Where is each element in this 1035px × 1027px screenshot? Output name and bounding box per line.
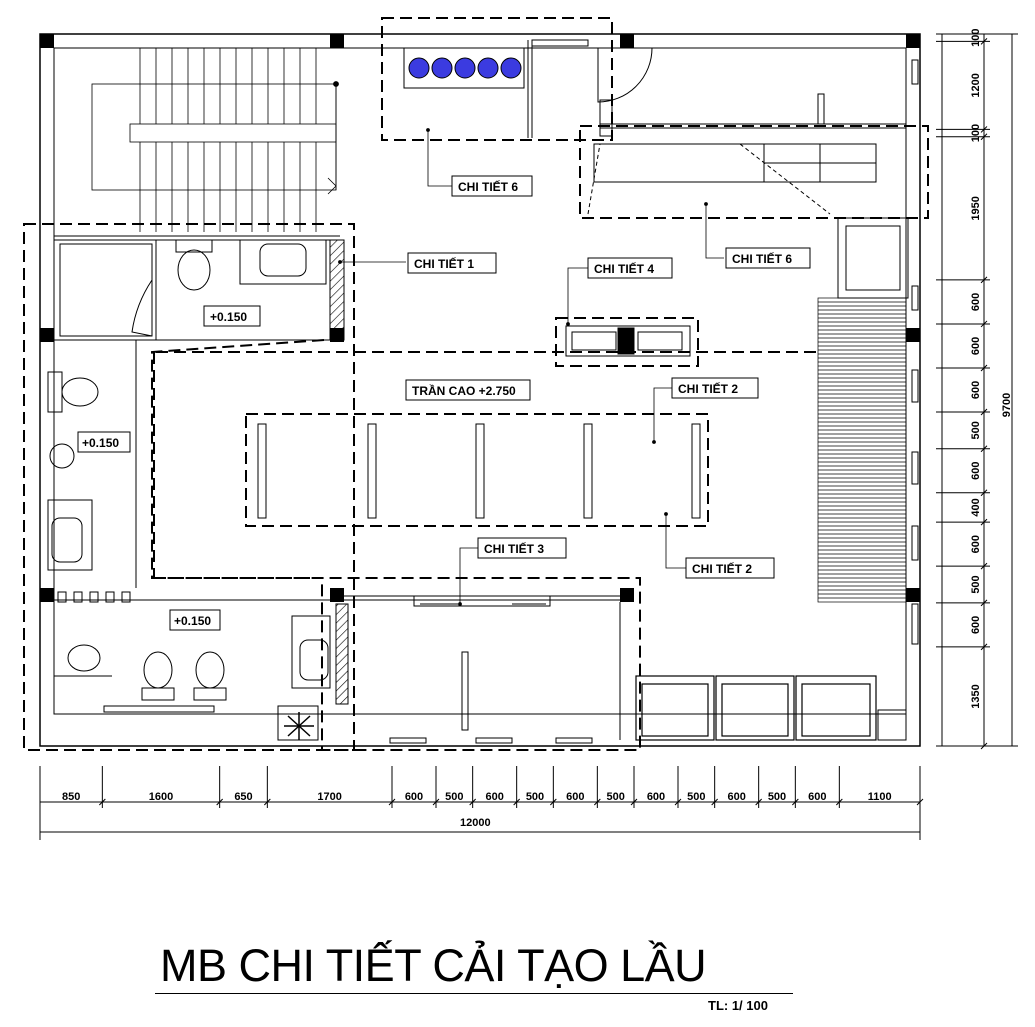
detail-outlines <box>23 17 929 751</box>
right-dimension-label: 600 <box>970 337 982 355</box>
level-tags: +0.150 +0.150 +0.150 <box>77 305 261 631</box>
right-shelving <box>817 297 907 603</box>
detail-4-fixture <box>565 325 691 357</box>
bottom-dimension-label: 600 <box>727 791 745 803</box>
callout-label: CHI TIẾT 2 <box>692 561 752 576</box>
callout-label: CHI TIẾT 2 <box>678 381 738 396</box>
wc-top-left <box>54 235 345 341</box>
right-dimension-label: 100 <box>970 124 982 142</box>
bottom-dimension-label: 1600 <box>149 791 173 803</box>
water-tanks <box>403 39 653 138</box>
wc-bottom-left <box>54 591 349 741</box>
bottom-dimensions <box>39 766 924 840</box>
bottom-dimension-label: 850 <box>62 791 80 803</box>
callout-label: CHI TIẾT 6 <box>732 251 792 266</box>
bottom-dimension-label: 500 <box>445 791 463 803</box>
right-dimension-label: 600 <box>970 535 982 553</box>
bottom-dimension-label: 500 <box>687 791 705 803</box>
callout-label: CHI TIẾT 6 <box>458 179 518 194</box>
bottom-dimension-label: 600 <box>405 791 423 803</box>
bottom-dimension-label: 600 <box>485 791 503 803</box>
right-dimension-label: 1200 <box>970 73 982 97</box>
drawing-title: MB CHI TIẾT CẢI TẠO LẦU <box>160 940 707 991</box>
bottom-dimension-label: 500 <box>768 791 786 803</box>
bottom-dimension-label: 600 <box>808 791 826 803</box>
callout-label: CHI TIẾT 4 <box>594 261 654 276</box>
right-dimensions <box>936 33 1018 750</box>
callout-leaders <box>338 128 724 606</box>
callout-label: CHI TIẾT 1 <box>414 256 474 271</box>
callout-label: CHI TIẾT 3 <box>484 541 544 556</box>
drawing-scale: TL: 1/ 100 <box>708 998 768 1013</box>
callout-labels: CHI TIẾT 6 CHI TIẾT 6 CHI TIẾT 1 CHI TIẾ… <box>405 175 811 579</box>
right-dimension-label: 600 <box>970 381 982 399</box>
bottom-dimension-label: 1700 <box>317 791 341 803</box>
wc-left-column <box>47 340 137 588</box>
cabinet-top-right <box>587 59 919 741</box>
staircase <box>91 48 339 232</box>
right-dimension-label: 1950 <box>970 196 982 220</box>
right-dimension-label: 600 <box>970 616 982 634</box>
ceiling-lights <box>257 423 701 519</box>
bottom-dimension-label: 650 <box>234 791 252 803</box>
level-label: +0.150 <box>82 436 119 450</box>
right-dimension-label: 600 <box>970 462 982 480</box>
bottom-total-dimension: 12000 <box>460 817 491 829</box>
glass-room <box>344 595 621 744</box>
bottom-cabinets <box>635 675 877 741</box>
level-label: +0.150 <box>210 310 247 324</box>
right-dimension-label: 500 <box>970 421 982 439</box>
bottom-dimension-label: 1100 <box>868 791 892 803</box>
ceiling-height-label: TRẦN CAO +2.750 <box>412 383 516 398</box>
bottom-dimension-label: 600 <box>566 791 584 803</box>
bottom-dimension-label: 500 <box>526 791 544 803</box>
right-total-dimension: 9700 <box>1001 393 1013 417</box>
floor-plan-drawing: CHI TIẾT 6 CHI TIẾT 6 CHI TIẾT 1 CHI TIẾ… <box>23 17 1018 840</box>
right-dimension-label: 600 <box>970 293 982 311</box>
right-dimension-label: 1350 <box>970 684 982 708</box>
right-dimension-label: 500 <box>970 575 982 593</box>
right-dimension-label: 100 <box>970 28 982 46</box>
right-dimension-label: 400 <box>970 498 982 516</box>
bottom-dimension-label: 600 <box>647 791 665 803</box>
title-underline <box>155 993 793 994</box>
level-label: +0.150 <box>174 614 211 628</box>
bottom-dimension-label: 500 <box>606 791 624 803</box>
